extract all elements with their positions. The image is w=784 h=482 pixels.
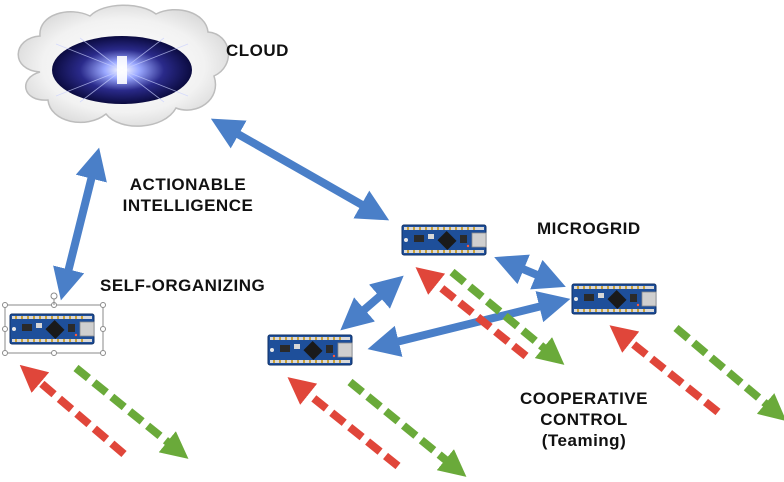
- red-dashed-arrow: [19, 364, 127, 458]
- self-organizing-label: SELF-ORGANIZING: [100, 276, 266, 295]
- actionable-intelligence-label: ACTIONABLE INTELLIGENCE: [108, 174, 268, 216]
- microcontroller-board-self-organizing[interactable]: [2, 292, 106, 356]
- green-dashed-arrow: [347, 378, 467, 477]
- microcontroller-board-microgrid-top: [401, 224, 487, 256]
- cloud-label: CLOUD: [226, 41, 289, 60]
- cooperative-control-line-1: COOPERATIVE: [520, 389, 648, 408]
- cooperative-control-label: COOPERATIVE CONTROL (Teaming): [484, 388, 684, 451]
- control-arrows: [19, 267, 784, 477]
- green-dashed-arrow: [673, 324, 784, 422]
- cloud-to-self-organizing-arrow: [53, 147, 107, 301]
- cooperative-control-line-3: (Teaming): [541, 431, 627, 450]
- cooperative-control-line-2: CONTROL: [540, 410, 628, 429]
- red-dashed-arrow: [609, 325, 721, 416]
- microgrid-top-to-right-arrow: [494, 254, 566, 290]
- actionable-intelligence-line-2: INTELLIGENCE: [122, 196, 254, 215]
- rotate-handle[interactable]: [50, 292, 58, 300]
- cloud-icon: [17, 4, 230, 127]
- microgrid-left-to-right-arrow: [367, 291, 571, 357]
- microgrid-top-to-left-arrow: [340, 275, 404, 331]
- cloud-to-microgrid-arrow: [210, 118, 390, 221]
- microcontroller-board-microgrid-right: [571, 283, 657, 315]
- green-dashed-arrow: [73, 364, 189, 459]
- microcontroller-board-microgrid-left: [267, 334, 353, 366]
- actionable-intelligence-line-1: ACTIONABLE: [129, 175, 247, 194]
- link-arrows: [53, 118, 571, 357]
- microgrid-label: MICROGRID: [537, 219, 641, 238]
- red-dashed-arrow: [287, 377, 401, 470]
